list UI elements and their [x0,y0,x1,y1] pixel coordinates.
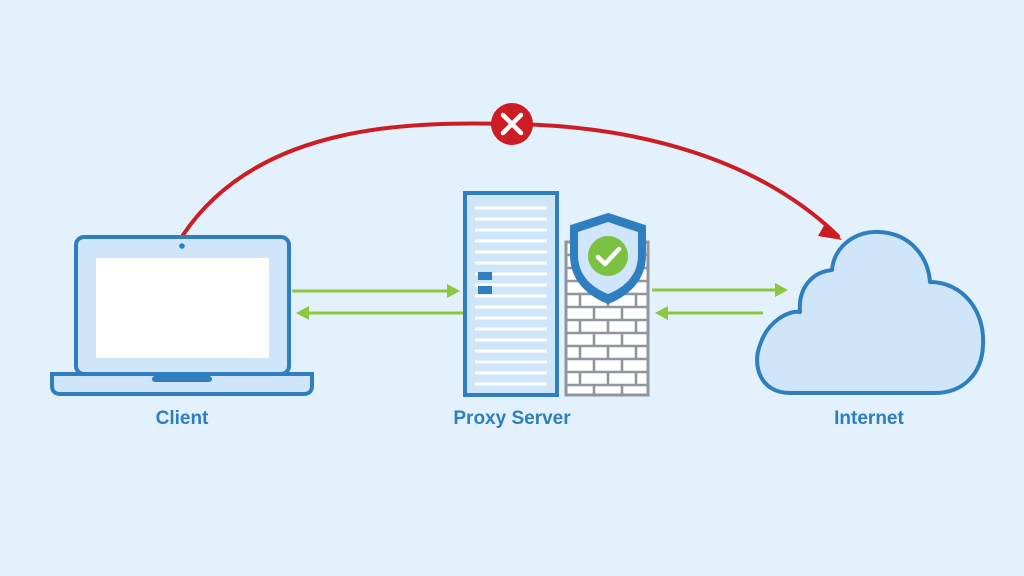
server-tower-icon [463,191,559,397]
proxy-server-label: Proxy Server [453,408,571,429]
internet-label: Internet [834,408,904,429]
client-label: Client [156,408,209,429]
x-circle-icon [491,103,533,145]
cloud-icon [755,229,986,395]
proxy-internet-flow [652,283,788,320]
shield-check-icon [570,212,646,305]
laptop-icon [50,235,314,396]
client-proxy-flow [292,284,465,320]
